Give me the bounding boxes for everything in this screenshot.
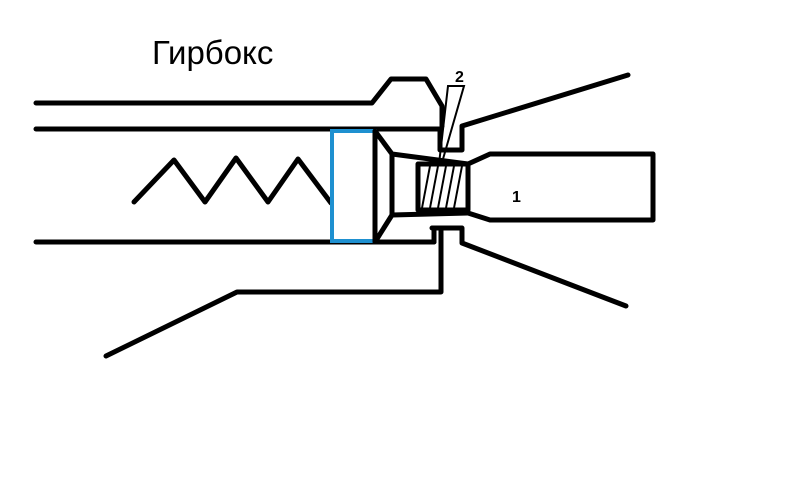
leader-line-2 — [438, 85, 466, 167]
hop-chamber-top-link — [437, 126, 465, 153]
threaded-insert — [415, 161, 471, 213]
piston-head — [330, 129, 377, 243]
thread-lines — [421, 165, 463, 209]
hop-chamber-bottom — [431, 225, 629, 309]
diagram-title: Гирбокс — [152, 34, 274, 71]
label-1: 1 — [512, 189, 521, 206]
hop-chamber-top — [459, 72, 631, 144]
receiver-top-contour — [33, 76, 445, 129]
barrel — [465, 151, 656, 223]
spring — [131, 155, 334, 206]
label-2: 2 — [455, 69, 464, 86]
receiver-bottom-contour — [103, 225, 444, 359]
cylinder-head — [372, 128, 471, 245]
